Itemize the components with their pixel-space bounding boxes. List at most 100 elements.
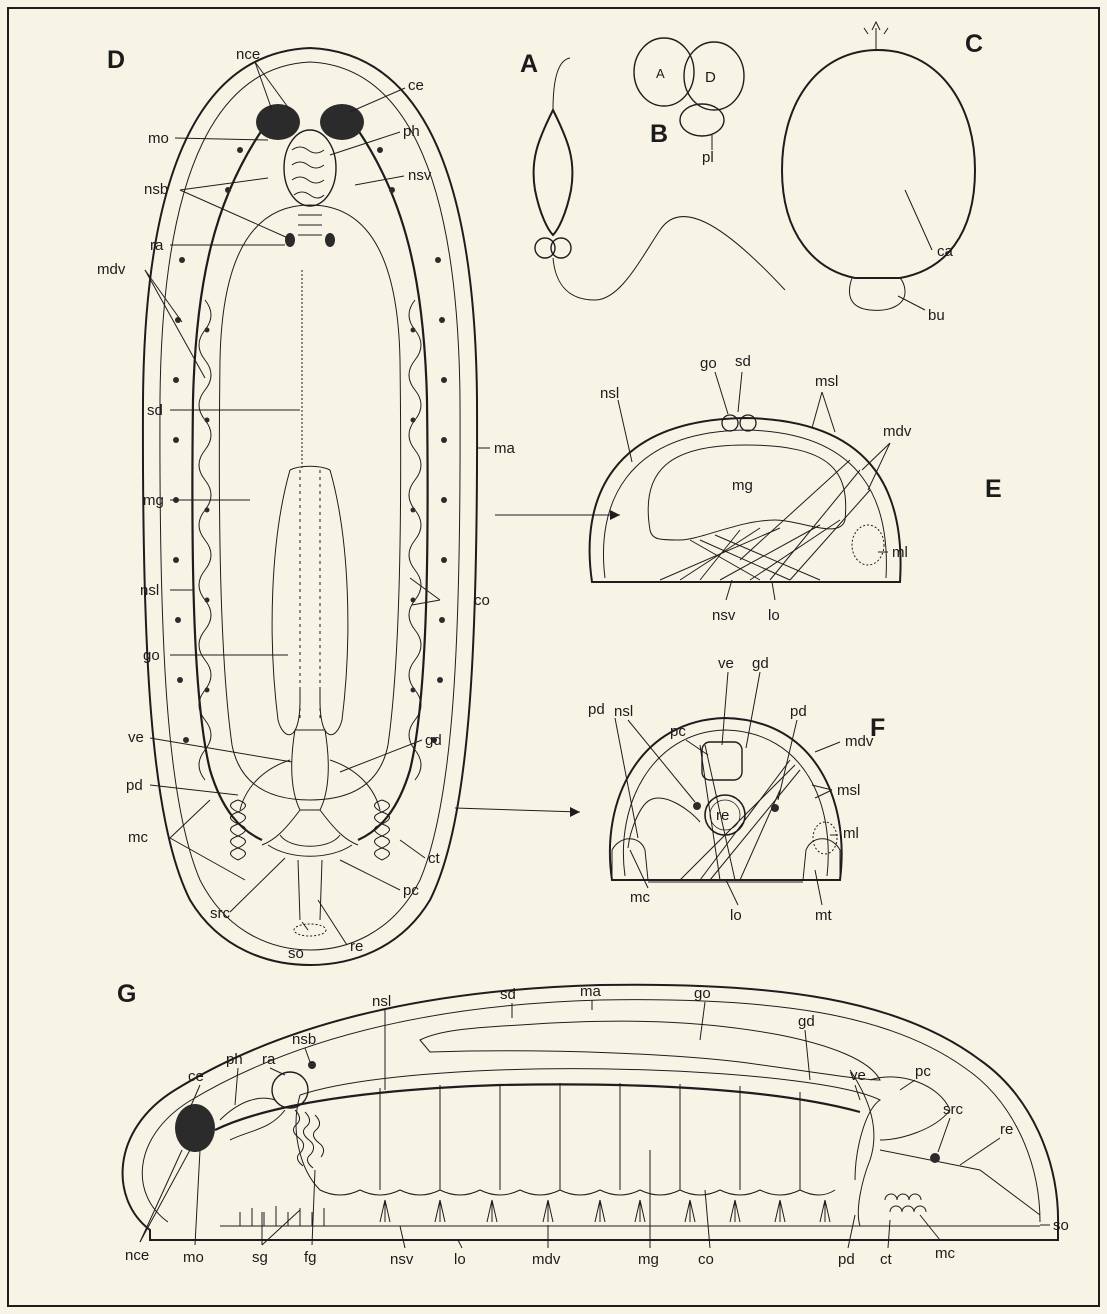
- label-d-nsv: nsv: [408, 167, 432, 184]
- label-d-mo: mo: [148, 130, 169, 147]
- label-d-ce: ce: [408, 77, 424, 94]
- label-g-lo: lo: [454, 1251, 466, 1268]
- g-ventral-ticks: [240, 1206, 324, 1226]
- d-right-buccal-ganglion: [325, 233, 335, 247]
- label-g-nsl: nsl: [372, 993, 391, 1010]
- f-ventricle: [702, 742, 742, 780]
- panel-letter-e: E: [985, 475, 1002, 503]
- d-pericardium: [268, 835, 352, 856]
- d-sense-organ: [294, 924, 326, 936]
- f-pericardial-duct: [628, 798, 700, 848]
- label-g-nce: nce: [125, 1247, 149, 1264]
- c-apical-tuft: [864, 22, 888, 50]
- e-lateral-muscle: [852, 525, 884, 565]
- label-d-so: so: [288, 945, 304, 962]
- d-left-cerebral-ganglion: [256, 104, 300, 140]
- d-gonad-inner: [300, 470, 320, 720]
- panel-letter-g: G: [117, 980, 136, 1008]
- label-e-ml: ml: [892, 544, 908, 561]
- d-leader-lines: [145, 62, 490, 945]
- d-right-ctenidium: [375, 800, 390, 860]
- label-e-sd: sd: [735, 353, 751, 370]
- label-d-ra: ra: [150, 237, 164, 254]
- label-e-lo: lo: [768, 607, 780, 624]
- d-section-arrows: [455, 510, 620, 817]
- a-right-lobe: [551, 238, 571, 258]
- label-d-pd: pd: [126, 777, 143, 794]
- a-apical-tuft: [553, 58, 570, 110]
- label-d-sd: sd: [147, 402, 163, 419]
- panel-letter-c: C: [965, 30, 983, 58]
- label-g-sd: sd: [500, 986, 516, 1003]
- label-d-src: src: [210, 905, 230, 922]
- plate-frame: [8, 8, 1099, 1306]
- label-d-mg: mg: [143, 492, 164, 509]
- label-f-mc: mc: [630, 889, 650, 906]
- figure-g: [123, 985, 1059, 1248]
- label-g-fg: fg: [304, 1249, 317, 1266]
- label-f-nsl: nsl: [614, 703, 633, 720]
- label-f-ml: ml: [843, 825, 859, 842]
- label-c-bu: bu: [928, 307, 945, 324]
- d-left-nerve-cord: [192, 130, 262, 840]
- d-left-ctenidium: [231, 800, 246, 860]
- g-inner-epidermis: [142, 1000, 1040, 1222]
- label-f-pc: pc: [670, 723, 686, 740]
- label-g-mc: mc: [935, 1245, 955, 1262]
- e-leader-lines: [618, 372, 890, 600]
- label-b-pl: pl: [702, 149, 714, 166]
- label-g-mdv: mdv: [532, 1251, 561, 1268]
- label-g-re: re: [1000, 1121, 1013, 1138]
- g-ctenidium: [885, 1194, 926, 1212]
- g-rectum: [880, 1150, 1040, 1215]
- figure-c: [782, 22, 975, 310]
- label-e-mdv: mdv: [883, 423, 912, 440]
- label-g-nsv: nsv: [390, 1251, 414, 1268]
- c-bud: [849, 278, 905, 310]
- g-dv-muscles: [380, 1200, 830, 1222]
- label-g-src: src: [943, 1101, 963, 1118]
- figure-d: [143, 48, 620, 965]
- label-e-nsl: nsl: [600, 385, 619, 402]
- d-gonad: [272, 466, 348, 734]
- label-d-gd: gd: [425, 732, 442, 749]
- label-d-co: co: [474, 592, 490, 609]
- figure-f: [610, 672, 842, 905]
- e-muscle-bundles: [660, 460, 870, 580]
- g-foregut-glands: [293, 1110, 323, 1168]
- label-g-sg: sg: [252, 1249, 268, 1266]
- d-midgut-wall: [219, 205, 400, 800]
- label-e-mg: mg: [732, 477, 753, 494]
- a-tail: [553, 217, 785, 301]
- label-g-ve: ve: [850, 1067, 866, 1084]
- label-d-go: go: [143, 647, 160, 664]
- panel-letter-a: A: [520, 50, 538, 78]
- label-c-ca: ca: [937, 243, 954, 260]
- f-lateral-muscle: [813, 822, 837, 854]
- d-ventricle: [292, 730, 329, 810]
- label-d-nce: nce: [236, 46, 260, 63]
- label-g-mg: mg: [638, 1251, 659, 1268]
- label-g-go: go: [694, 985, 711, 1002]
- label-d-ct: ct: [428, 850, 441, 867]
- e-left-gonad: [722, 415, 738, 431]
- c-ca-leader: [905, 190, 932, 250]
- d-radula: [298, 215, 322, 235]
- label-g-co: co: [698, 1251, 714, 1268]
- label-f-pd: pd: [790, 703, 807, 720]
- g-suprarectal-commissure: [930, 1153, 940, 1163]
- label-d-ve: ve: [128, 729, 144, 746]
- label-d-ma: ma: [494, 440, 515, 457]
- label-d-nsb: nsb: [144, 181, 168, 198]
- g-septa: [380, 1083, 800, 1190]
- label-e-nsv: nsv: [712, 607, 736, 624]
- label-d-re: re: [350, 938, 363, 955]
- b-polar-lobe: [680, 104, 724, 136]
- g-pericardium: [870, 1077, 950, 1140]
- label-f-lo: lo: [730, 907, 742, 924]
- label-g-ph: ph: [226, 1051, 243, 1068]
- label-e-msl: msl: [815, 373, 838, 390]
- label-g-nsb: nsb: [292, 1031, 316, 1048]
